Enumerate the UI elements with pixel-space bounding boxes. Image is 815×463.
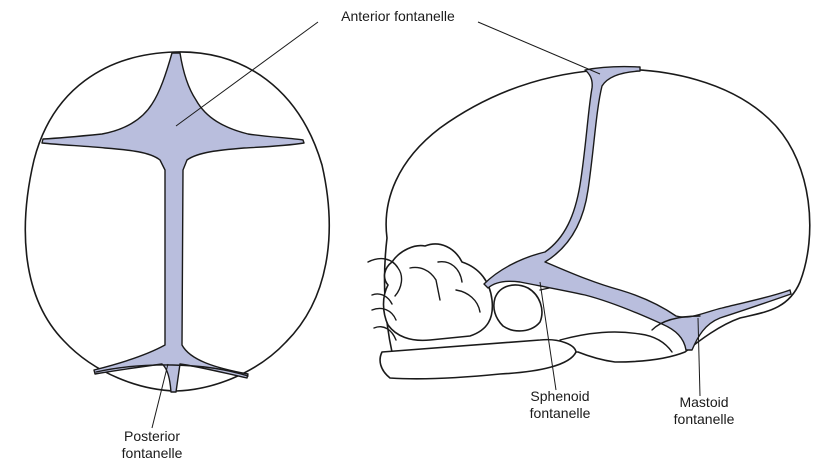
posterior-fontanelle-label: Posterior fontanelle: [92, 428, 212, 462]
sphenoid-fontanelle-label: Sphenoid fontanelle: [500, 388, 620, 422]
posterior-label-line1: Posterior: [92, 428, 212, 445]
sphenoid-label-line2: fontanelle: [500, 405, 620, 422]
anterior-fontanelle-label: Anterior fontanelle: [310, 8, 486, 25]
mastoid-fontanelle-label: Mastoid fontanelle: [654, 394, 754, 428]
posterior-label-line2: fontanelle: [92, 445, 212, 462]
sphenoid-label-line1: Sphenoid: [500, 388, 620, 405]
mastoid-label-line2: fontanelle: [654, 411, 754, 428]
mastoid-label-line1: Mastoid: [654, 394, 754, 411]
anterior-fontanelle-text: Anterior fontanelle: [341, 8, 455, 24]
skull-side-view: [368, 67, 810, 379]
skull-top-view: [25, 52, 329, 392]
anterior-leader-right: [478, 22, 600, 74]
